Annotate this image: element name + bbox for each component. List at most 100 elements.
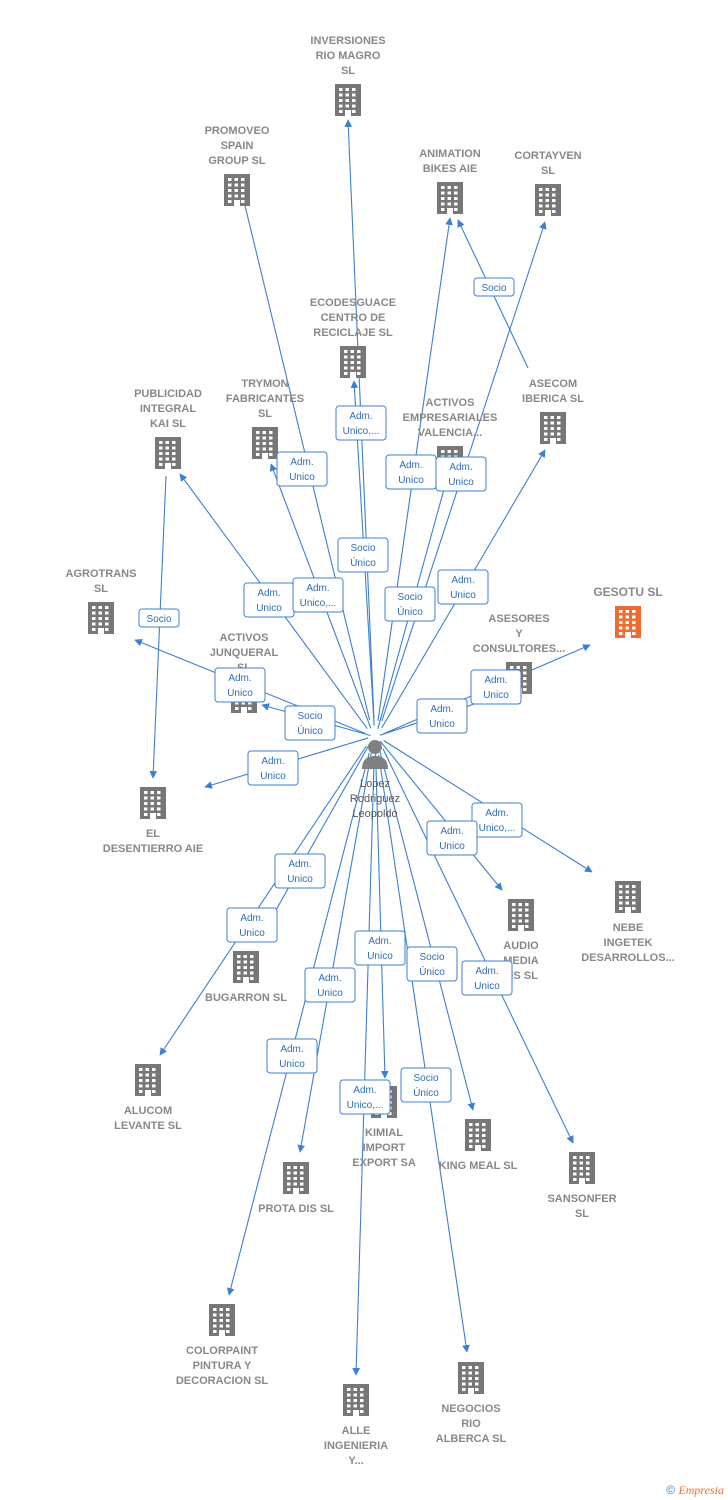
building-icon-alucom[interactable] (135, 1064, 161, 1096)
node-label-bugarron[interactable]: BUGARRON SL (205, 992, 287, 1004)
node-label-publicidad[interactable]: INTEGRAL (140, 403, 197, 415)
edge-label-text: Unico,... (347, 1100, 384, 1111)
edge-label-text: Adm. (290, 457, 313, 468)
building-icon-inversiones[interactable] (335, 84, 361, 116)
node-label-trymon[interactable]: SL (258, 408, 272, 420)
edge-negocios (378, 754, 470, 1353)
node-label-activos_jun[interactable]: ACTIVOS (220, 632, 269, 644)
edge-label-text: Unico,... (343, 426, 380, 437)
node-label-trymon[interactable]: TRYMON (241, 378, 288, 390)
node-label-alle[interactable]: ALLE (342, 1425, 371, 1437)
building-icon-bugarron[interactable] (233, 951, 259, 983)
node-label-negocios[interactable]: NEGOCIOS (441, 1403, 500, 1415)
person-icon[interactable] (362, 740, 388, 769)
node-label-activos_emp[interactable]: EMPRESARIALES (403, 412, 498, 424)
building-icon-trymon[interactable] (252, 427, 278, 459)
building-icon-audio[interactable] (508, 899, 534, 931)
building-icon-promoveo[interactable] (224, 174, 250, 206)
edge-protadis (297, 748, 373, 1153)
node-label-alle[interactable]: INGENIERIA (324, 1440, 388, 1452)
node-label-asesores[interactable]: CONSULTORES... (473, 643, 566, 655)
node-label-publicidad[interactable]: KAI SL (150, 418, 186, 430)
brand-name: Empresia (678, 1483, 724, 1497)
building-icon-agrotrans[interactable] (88, 602, 114, 634)
building-icon-asecom[interactable] (540, 412, 566, 444)
building-icon-ecodesguace[interactable] (340, 346, 366, 378)
node-label-negocios[interactable]: ALBERCA SL (436, 1433, 507, 1445)
edge-label-text: Adm. (368, 936, 391, 947)
building-icon-cortayven[interactable] (535, 184, 561, 216)
edge-label-text: Unico (260, 771, 286, 782)
edge-label-text: Unico (289, 472, 315, 483)
node-label-cortayven[interactable]: CORTAYVEN (514, 150, 581, 162)
building-icon-animation[interactable] (437, 182, 463, 214)
node-label-inversiones[interactable]: INVERSIONES (310, 35, 385, 47)
building-icon-sansonfer[interactable] (569, 1152, 595, 1184)
node-label-activos_emp[interactable]: VALENCIA... (418, 427, 483, 439)
node-label-promoveo[interactable]: PROMOVEO (205, 125, 270, 137)
node-label-inversiones[interactable]: RIO MAGRO (316, 50, 381, 62)
node-label-sansonfer[interactable]: SL (575, 1208, 589, 1220)
edge-label-text: Adm. (228, 673, 251, 684)
node-label-sansonfer[interactable]: SANSONFER (547, 1193, 616, 1205)
node-label-cortayven[interactable]: SL (541, 165, 555, 177)
node-label-animation[interactable]: BIKES AIE (423, 163, 478, 175)
node-label-alle[interactable]: Y... (348, 1455, 363, 1467)
node-label-activos_emp[interactable]: ACTIVOS (426, 397, 475, 409)
node-label-nebe[interactable]: INGETEK (604, 937, 653, 949)
node-label-ecodesguace[interactable]: ECODESGUACE (310, 297, 396, 309)
center-person-name[interactable]: Rodriguez (350, 793, 400, 805)
building-icon-alle[interactable] (343, 1384, 369, 1416)
node-label-asesores[interactable]: ASESORES (488, 613, 549, 625)
node-label-inversiones[interactable]: SL (341, 65, 355, 77)
building-icon-publicidad[interactable] (155, 437, 181, 469)
edge-label-text: Unico (398, 475, 424, 486)
node-label-nebe[interactable]: DESARROLLOS... (581, 952, 675, 964)
node-label-protadis[interactable]: PROTA DIS SL (258, 1203, 334, 1215)
node-label-colorpaint[interactable]: PINTURA Y (193, 1360, 252, 1372)
edge-label-publicidad-desentierro: Socio (138, 608, 180, 628)
node-label-desentierro[interactable]: EL (146, 828, 160, 840)
node-label-alucom[interactable]: ALUCOM (124, 1105, 172, 1117)
center-person-name[interactable]: Leopoldo (352, 808, 397, 820)
node-label-asecom[interactable]: ASECOM (529, 378, 577, 390)
node-label-promoveo[interactable]: GROUP SL (208, 155, 266, 167)
building-icon-negocios[interactable] (458, 1362, 484, 1394)
node-label-audio[interactable]: MS SL (504, 970, 538, 982)
node-label-trymon[interactable]: FABRICANTES (226, 393, 304, 405)
center-person-name[interactable]: Lopez (360, 778, 390, 790)
node-label-alucom[interactable]: LEVANTE SL (114, 1120, 182, 1132)
building-icon-kingmeal[interactable] (465, 1119, 491, 1151)
building-icon-colorpaint[interactable] (209, 1304, 235, 1336)
node-label-asesores[interactable]: Y (515, 628, 523, 640)
node-label-negocios[interactable]: RIO (461, 1418, 481, 1430)
node-label-promoveo[interactable]: SPAIN (221, 140, 254, 152)
building-icon-desentierro[interactable] (140, 787, 166, 819)
node-label-ecodesguace[interactable]: CENTRO DE (321, 312, 386, 324)
footer-brand: © Empresia (666, 1483, 724, 1498)
node-label-kingmeal[interactable]: KING MEAL SL (439, 1160, 518, 1172)
edge-label-bugarron: Adm.Unico (226, 907, 278, 943)
node-label-publicidad[interactable]: PUBLICIDAD (134, 388, 202, 400)
building-icon-nebe[interactable] (615, 881, 641, 913)
node-label-audio[interactable]: AUDIO (503, 940, 539, 952)
building-icon-gesotu[interactable] (615, 606, 641, 638)
edge-label-protadis: Adm.Unico (304, 967, 356, 1003)
node-label-animation[interactable]: ANIMATION (419, 148, 481, 160)
building-icon-protadis[interactable] (283, 1162, 309, 1194)
node-label-nebe[interactable]: NEBE (613, 922, 644, 934)
node-label-kimial[interactable]: IMPORT (363, 1142, 406, 1154)
edge-label-text: Unico,... (479, 823, 516, 834)
edge-label-text: Unico (317, 988, 343, 999)
node-label-agrotrans[interactable]: SL (94, 583, 108, 595)
node-label-agrotrans[interactable]: AGROTRANS (66, 568, 137, 580)
node-label-asecom[interactable]: IBERICA SL (522, 393, 584, 405)
node-label-ecodesguace[interactable]: RECICLAJE SL (313, 327, 393, 339)
node-label-colorpaint[interactable]: COLORPAINT (186, 1345, 258, 1357)
node-label-colorpaint[interactable]: DECORACION SL (176, 1375, 269, 1387)
node-label-kimial[interactable]: KIMIAL (365, 1127, 403, 1139)
node-label-kimial[interactable]: EXPORT SA (352, 1157, 416, 1169)
node-label-activos_jun[interactable]: JUNQUERAL (210, 647, 279, 659)
node-label-desentierro[interactable]: DESENTIERRO AIE (103, 843, 203, 855)
node-label-gesotu[interactable]: GESOTU SL (593, 585, 662, 599)
